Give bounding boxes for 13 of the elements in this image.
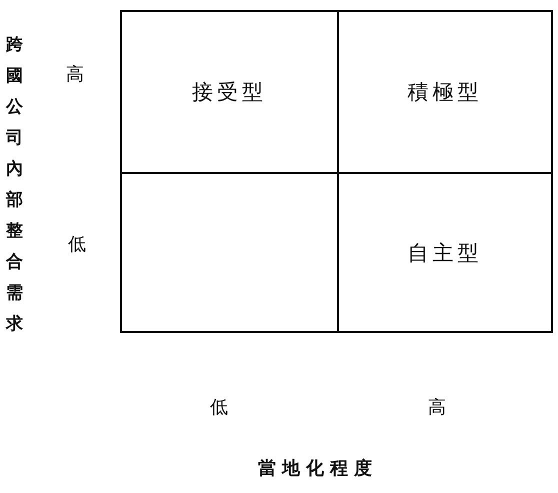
axis-title: 跨國公司內部整合需求: [6, 34, 24, 336]
axis-tick-label: 高: [428, 396, 446, 419]
quadrant-cell: [337, 172, 553, 333]
quadrant-cell: [120, 10, 339, 174]
axis-tick-label: 高: [66, 63, 84, 86]
axis-tick-label: 低: [68, 233, 86, 256]
quadrant-cell: [337, 10, 553, 174]
axis-tick-label: 低: [210, 396, 228, 419]
quadrant-label: 積極型: [408, 79, 482, 106]
quadrant-label: 接受型: [192, 79, 267, 106]
quadrant-label: 自主型: [408, 240, 482, 266]
axis-title: 當地化程度: [258, 457, 378, 480]
quadrant-cell: [120, 172, 339, 333]
